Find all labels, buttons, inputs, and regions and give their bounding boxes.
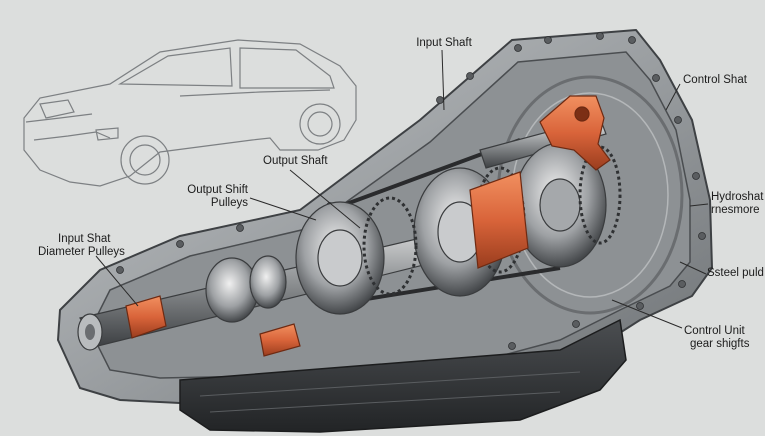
label-input-shaft-diameter-line2: Diameter Pulleys xyxy=(38,246,125,258)
label-output-shift-pulleys: Output Shift Pulleys xyxy=(168,184,248,210)
label-output-shift-line2: Pulleys xyxy=(210,197,248,209)
label-control-shaft: Control Shat xyxy=(683,74,747,86)
label-input-shaft-diameter-line1: Input Shat xyxy=(58,233,111,245)
label-control-unit-line2: gear shigfts xyxy=(690,338,750,350)
label-control-unit-line1: Control Unit xyxy=(684,325,745,337)
label-input-shaft-diameter: Input Shat Diameter Pulleys xyxy=(38,233,125,259)
label-output-shaft: Output Shaft xyxy=(263,155,328,167)
orange-components xyxy=(125,95,611,357)
label-input-shaft: Input Shaft xyxy=(416,37,472,49)
label-hydroshaft: Hydroshat rnesmore xyxy=(711,191,763,217)
label-steel-pulley: Ssteel puld xyxy=(707,267,764,279)
label-hydroshaft-line1: Hydroshat xyxy=(711,191,764,203)
leader-lines xyxy=(95,49,709,329)
car-sketch xyxy=(23,39,357,187)
label-hydroshaft-line2: rnesmore xyxy=(711,204,760,216)
label-output-shift-line1: Output Shift xyxy=(187,184,248,196)
label-control-unit: Control Unit gear shigfts xyxy=(684,325,749,351)
